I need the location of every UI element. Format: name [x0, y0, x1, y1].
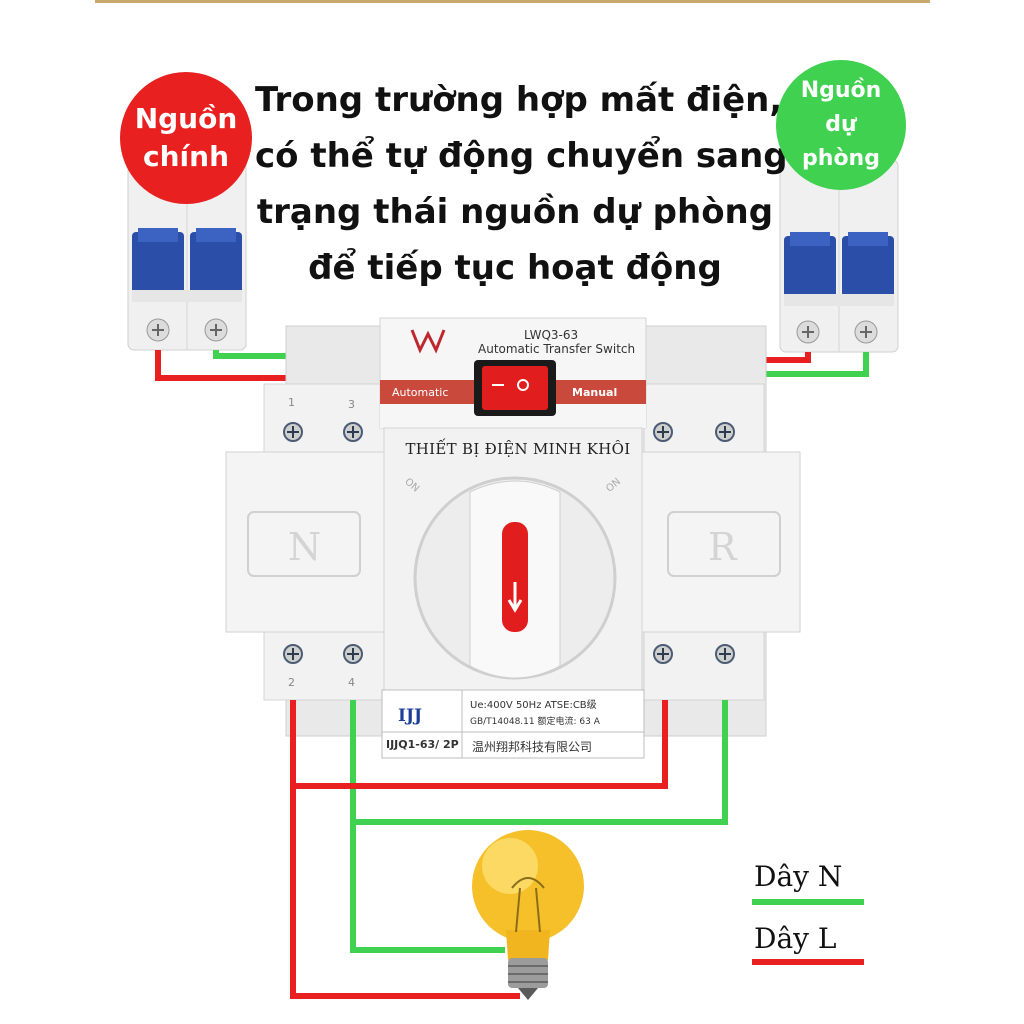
headline: Trong trường hợp mất điện, có thể tự độn… [255, 72, 788, 296]
side-letter-r: R [708, 525, 737, 569]
wire-backup-output-live [293, 700, 668, 789]
label-spec-1: Ue:400V 50Hz ATSE:CB级 [470, 700, 597, 711]
light-bulb-icon [472, 830, 584, 1000]
brand-watermark: THIẾT BỊ ĐIỆN MINH KHÔI [405, 440, 631, 458]
headline-line-3: trạng thái nguồn dự phòng [256, 192, 774, 232]
headline-line-4: để tiếp tục hoạt động [308, 248, 722, 288]
headline-line-1: Trong trường hợp mất điện, [255, 80, 783, 120]
label-logo: IJJ [398, 706, 423, 726]
device-subtitle: Automatic Transfer Switch [478, 342, 636, 356]
label-spec-2: GB/T14048.11 额定电流: 63 A [470, 717, 600, 727]
wire-backup-output-neutral [353, 700, 728, 825]
mode-manual-label: Manual [572, 386, 618, 399]
label-model: IJJQ1-63/ 2P [386, 738, 459, 751]
top-border-line [95, 0, 930, 3]
backup-source-label-1: Nguồn [800, 78, 882, 103]
backup-source-label-3: phòng [802, 146, 880, 171]
terminal-4: 4 [348, 676, 355, 689]
side-letter-n: N [288, 525, 322, 569]
ats-device-body [225, 317, 801, 759]
mode-automatic-label: Automatic [392, 386, 449, 399]
backup-source-breaker [779, 159, 899, 353]
main-source-badge: Nguồn chính [120, 72, 252, 204]
headline-line-2: có thể tự động chuyển sang [255, 136, 788, 176]
wire-output-live [290, 700, 520, 999]
main-source-label-2: chính [143, 140, 229, 173]
terminal-1: 1 [288, 396, 295, 409]
label-company: 温州翔邦科技有限公司 [472, 740, 593, 754]
legend-neutral-label: Dây N [754, 860, 843, 893]
legend-live-label: Dây L [754, 922, 837, 955]
backup-source-label-2: dự [825, 112, 857, 137]
device-model: LWQ3-63 [524, 328, 579, 342]
terminal-3: 3 [348, 398, 355, 411]
main-source-label-1: Nguồn [134, 102, 238, 135]
backup-source-badge: Nguồn dự phòng [776, 60, 906, 190]
main-source-breaker [127, 149, 247, 351]
terminal-2: 2 [288, 676, 295, 689]
